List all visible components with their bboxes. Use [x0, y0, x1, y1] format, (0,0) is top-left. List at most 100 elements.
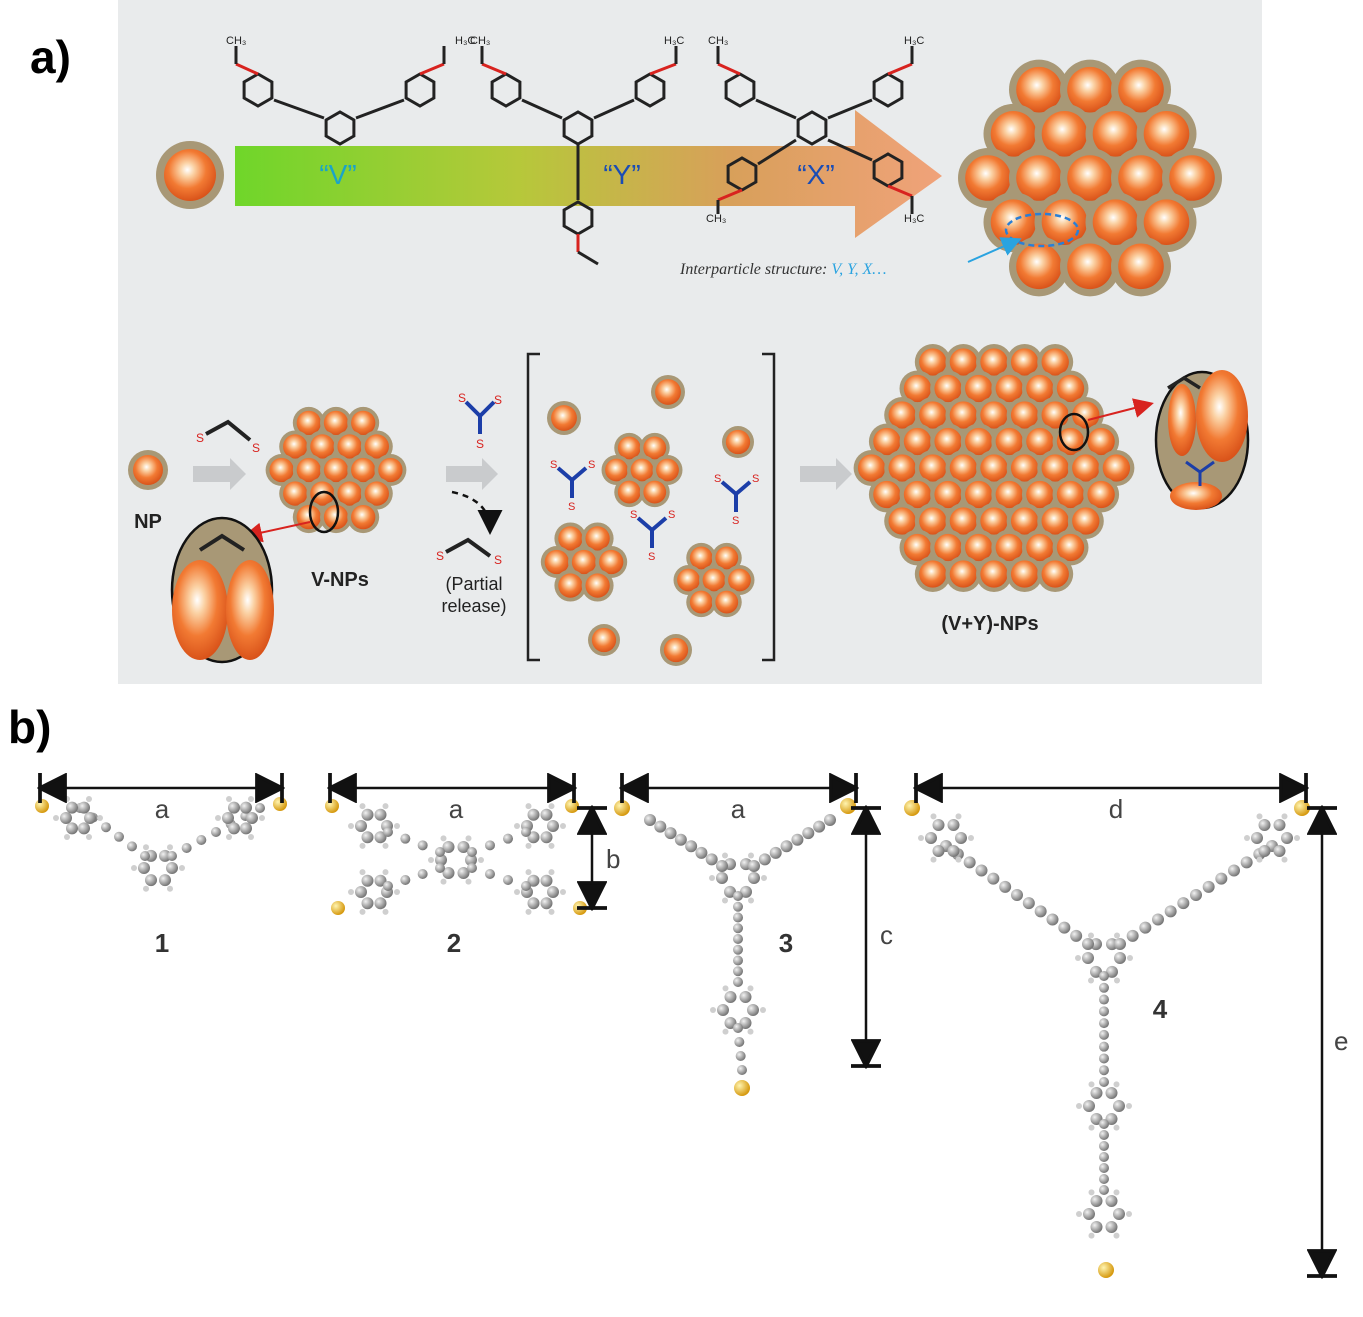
hydrogen-atom — [359, 803, 366, 810]
np-core — [1010, 401, 1039, 429]
carbon-atom — [140, 851, 150, 861]
hydrogen-atom — [248, 834, 254, 841]
hydrogen-atom — [465, 878, 472, 885]
np-core — [934, 480, 962, 509]
np-core — [1010, 454, 1039, 482]
sulfur-atom — [614, 800, 630, 816]
hydrogen-atom — [1114, 932, 1120, 939]
np-core — [980, 454, 1008, 482]
carbon-atom — [457, 841, 470, 854]
benzene-ring — [404, 72, 436, 108]
carbon-atom — [733, 977, 743, 987]
hydrogen-atom — [428, 857, 434, 863]
carbon-atom — [780, 840, 793, 853]
v-nps-label: V-NPs — [311, 569, 369, 591]
np-core — [296, 410, 321, 436]
molecular-structures — [234, 46, 914, 266]
hydrogen-atom — [722, 985, 729, 992]
hydrogen-atom — [1088, 1124, 1095, 1131]
np-core — [689, 590, 713, 614]
np-core — [1026, 480, 1054, 509]
hydrogen-atom — [215, 815, 221, 821]
np-core — [323, 457, 349, 483]
np-core — [1118, 155, 1164, 201]
carbon-atom — [1139, 921, 1152, 934]
carbon-atom — [1105, 1087, 1118, 1100]
carbon-atom — [374, 897, 387, 910]
process-arrow — [800, 458, 852, 490]
interparticle-highlight — [1004, 212, 1080, 248]
np-core — [1016, 66, 1062, 113]
np-core — [1041, 560, 1069, 588]
carbon-atom — [1105, 1220, 1118, 1233]
np-core — [323, 504, 349, 530]
np-core — [949, 507, 978, 535]
np-core — [949, 401, 978, 429]
hydrogen-atom — [382, 869, 389, 876]
carbon-atom — [540, 874, 553, 887]
hydrogen-atom — [560, 823, 566, 829]
sulfur-label: S — [714, 473, 721, 485]
vy-nps-label: (V+Y)-NPs — [941, 613, 1038, 635]
carbon-atom — [383, 881, 393, 891]
np-core — [337, 434, 362, 459]
dim-label-d: d — [1109, 794, 1123, 824]
hydrogen-atom — [64, 795, 70, 802]
hydrogen-atom — [1113, 1232, 1120, 1239]
hydrogen-atom — [1088, 932, 1094, 939]
carbon-atom — [467, 863, 477, 873]
s-bond — [481, 62, 507, 76]
np-core — [1041, 454, 1069, 482]
sulfur-atom — [325, 799, 339, 813]
sulfur-label: S — [732, 515, 739, 527]
v-np-pointer — [242, 521, 311, 543]
carbon-atom — [1099, 982, 1109, 993]
hydrogen-atom — [760, 1007, 766, 1013]
carbon-atom — [644, 814, 656, 826]
np-core — [337, 481, 362, 506]
carbon-atom — [1177, 897, 1190, 910]
np-core — [1010, 560, 1039, 588]
np-core — [283, 434, 308, 459]
carbon-atom — [1082, 952, 1094, 964]
carbon-atom — [145, 874, 157, 887]
hydrogen-atom — [747, 1028, 754, 1035]
v-linker — [205, 419, 252, 442]
process-arrow — [446, 458, 498, 490]
hydrogen-atom — [548, 908, 555, 915]
np-core — [599, 549, 624, 575]
carbon-atom — [654, 820, 667, 833]
np-core — [571, 549, 597, 575]
process-arrow — [193, 458, 246, 490]
carbon-atom — [1228, 864, 1240, 877]
np-core — [903, 374, 932, 403]
carbon-atom — [1099, 1130, 1109, 1140]
hydrogen-atom — [1113, 1124, 1120, 1131]
carbon-atom — [465, 854, 477, 866]
sulfur-label: S — [752, 473, 759, 485]
methyl-label: H₃C — [904, 213, 924, 225]
carbon-atom — [417, 869, 428, 879]
np-core — [1056, 533, 1085, 562]
carbon-atom — [748, 860, 760, 872]
carbon-atom — [1273, 819, 1286, 832]
carbon-atom — [1099, 1185, 1109, 1195]
hydrogen-atom — [1294, 835, 1300, 841]
carbon-atom — [374, 831, 387, 844]
np-core — [283, 481, 308, 506]
carbon-atom — [925, 832, 937, 844]
carbon-atom — [748, 872, 760, 884]
carbon-atom — [824, 814, 836, 826]
carbon-atom — [167, 851, 177, 861]
np-core — [919, 560, 947, 588]
np-core — [965, 427, 993, 456]
np-core — [1056, 480, 1085, 509]
carbon-atom — [1273, 844, 1286, 857]
np-core — [934, 374, 962, 403]
np-core — [1143, 199, 1190, 245]
np-core — [643, 480, 667, 504]
carbon-atom — [733, 966, 743, 977]
hydrogen-atom — [955, 856, 962, 863]
hydrogen-atom — [525, 908, 532, 915]
